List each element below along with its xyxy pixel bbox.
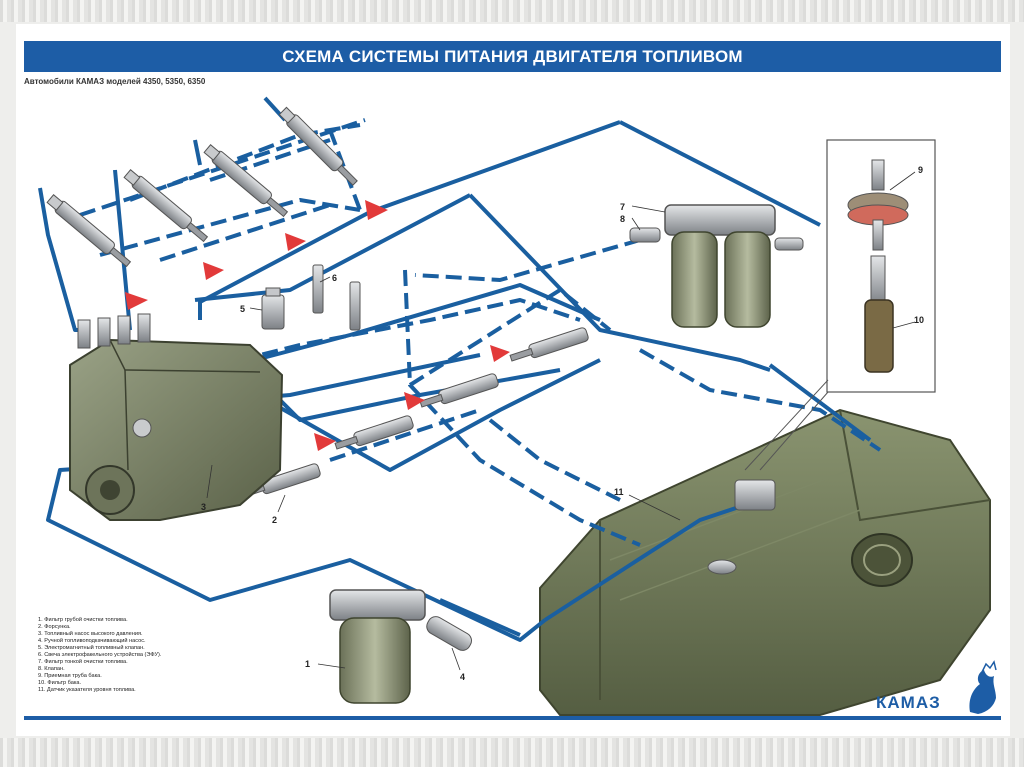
legend-item: 2. Форсунка. (38, 624, 71, 630)
callout-4: 4 (460, 672, 465, 682)
legend-item: 11. Датчик указателя уровня топлива. (38, 687, 136, 693)
brand-logo-text: КАМАЗ (876, 693, 941, 712)
callout-6: 6 (332, 273, 337, 283)
title-bar: СХЕМА СИСТЕМЫ ПИТАНИЯ ДВИГАТЕЛЯ ТОПЛИВОМ (24, 41, 1001, 72)
injector (509, 327, 589, 362)
spray-marker (404, 392, 425, 410)
injector (46, 194, 132, 268)
legend-item: 4. Ручной топливоподкачивающий насос. (38, 638, 146, 644)
inset-tank-pickup (744, 139, 936, 471)
electromagnetic-valve (261, 287, 285, 330)
callout-8: 8 (620, 214, 625, 224)
injector (123, 169, 209, 243)
glow-plugs (312, 264, 361, 331)
callout-1: 1 (305, 659, 310, 669)
kamaz-deer-logo (969, 660, 997, 714)
brand-logo: КАМАЗ (876, 690, 966, 716)
hand-priming-pump (426, 616, 472, 651)
legend-item: 8. Клапан. (38, 666, 65, 672)
injector-group-middle (241, 327, 589, 498)
page-title: СХЕМА СИСТЕМЫ ПИТАНИЯ ДВИГАТЕЛЯ ТОПЛИВОМ (282, 46, 743, 66)
fuel-level-sensor (707, 479, 776, 575)
spray-marker (203, 262, 224, 280)
legend-item: 3. Топливный насос высокого давления. (38, 631, 143, 637)
callout-leaders (206, 171, 916, 671)
legend-item: 10. Фильтр бака. (38, 680, 82, 686)
fuel-tank (539, 408, 991, 716)
spray-marker (285, 233, 306, 251)
fine-fuel-filter (629, 204, 804, 328)
legend-item: 6. Свеча электрофакельного устройства (Э… (38, 652, 162, 658)
fuel-lines-solid (38, 96, 872, 642)
spray-marker (125, 292, 148, 310)
injector-group-top (46, 106, 358, 268)
callout-3: 3 (201, 502, 206, 512)
legend-item: 9. Приемная труба бака. (38, 673, 102, 679)
coarse-fuel-filter (329, 589, 426, 704)
callout-11: 11 (614, 487, 624, 497)
injector (419, 373, 499, 408)
high-pressure-pump (69, 313, 284, 521)
legend: 1. Фильтр грубой очистки топлива. 2. Фор… (38, 617, 238, 694)
tank-filter (864, 255, 894, 373)
callout-10: 10 (914, 315, 924, 325)
callout-7: 7 (620, 202, 625, 212)
spray-marker (490, 345, 510, 362)
callout-numbers: 1 2 3 4 5 6 7 8 9 10 11 (201, 165, 924, 682)
torn-paper-top-edge (0, 0, 1024, 22)
injector (203, 144, 289, 218)
callout-2: 2 (272, 515, 277, 525)
page-subtitle: Автомобили КАМАЗ моделей 4350, 5350, 635… (24, 77, 206, 86)
tank-filler-neck (851, 533, 913, 587)
legend-item: 5. Электромагнитный топливный клапан. (38, 645, 145, 651)
callout-5: 5 (240, 304, 245, 314)
injector (334, 415, 414, 450)
spray-marker (365, 200, 388, 220)
tank-intake-pipe (847, 159, 909, 251)
callout-9: 9 (918, 165, 923, 175)
spray-marker (314, 433, 336, 451)
legend-item: 7. Фильтр тонкой очистки топлива. (38, 659, 128, 665)
torn-paper-bottom-edge (0, 738, 1024, 767)
bottom-rule (24, 716, 1001, 720)
injector (278, 106, 358, 186)
legend-item: 1. Фильтр грубой очистки топлива. (38, 617, 128, 623)
